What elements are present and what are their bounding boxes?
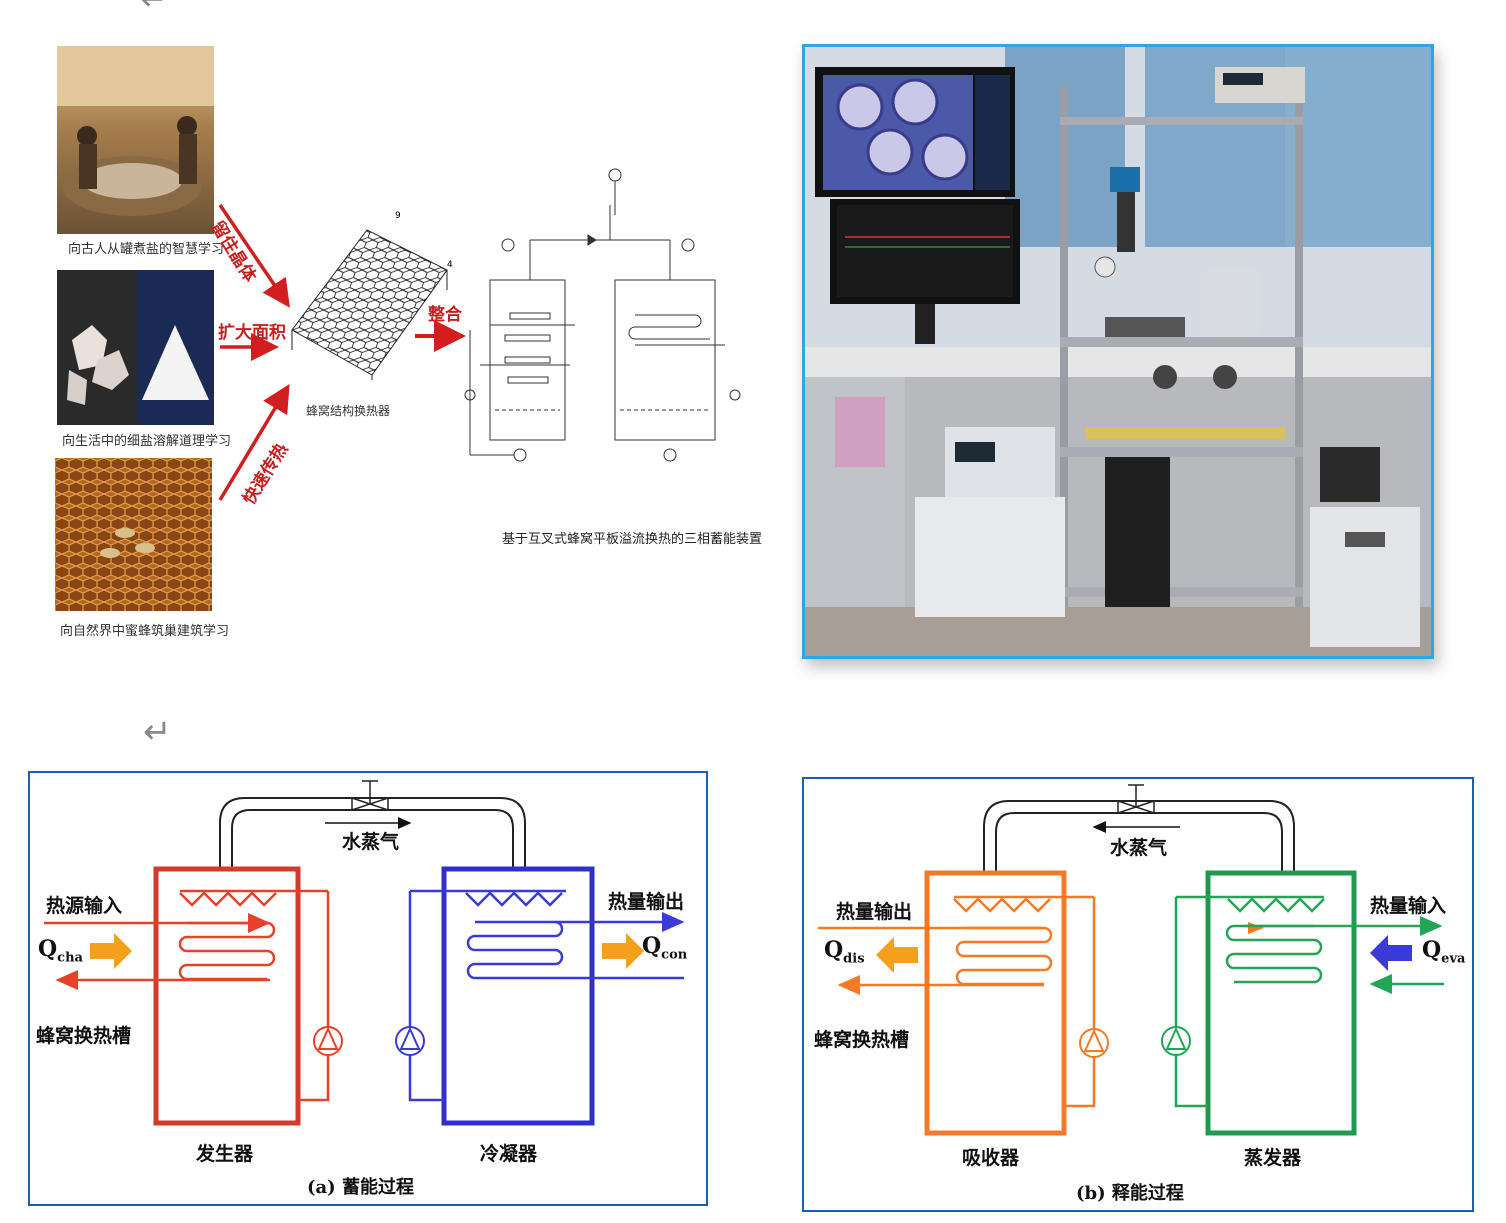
enlarge-area-label: 扩大面积 <box>218 323 286 343</box>
honeycomb-exchanger-caption: 蜂窝结构换热器 <box>306 404 391 418</box>
vapor-label-a: 水蒸气 <box>342 831 400 853</box>
device-caption: 基于互叉式蜂窝平板溢流换热的三相蓄能装置 <box>502 532 763 547</box>
svg-text:4: 4 <box>447 260 453 270</box>
lab-photo <box>802 44 1434 659</box>
evaporator-label: 蒸发器 <box>1244 1147 1302 1169</box>
heat-in-label-b: 热量输入 <box>1370 895 1447 917</box>
crystal-learning-caption: 向生活中的细盐溶解道理学习 <box>62 434 232 449</box>
svg-text:9: 9 <box>395 211 401 221</box>
concept-figure: 向古人从罐煮盐的智慧学习 向生活中的细盐溶解道理学习 向自然界中蜜蜂筑巢建筑学习 <box>50 40 762 650</box>
absorber-label: 吸收器 <box>962 1147 1020 1169</box>
heat-out-label-b: 热量输出 <box>836 901 913 923</box>
q-cha-label: Qcha <box>38 936 83 966</box>
return-mark-top: ↵ <box>140 0 169 16</box>
vapor-label-b: 水蒸气 <box>1110 837 1168 859</box>
bee-learning-caption: 向自然界中蜜蜂筑巢建筑学习 <box>60 624 230 639</box>
diagram-a-drawing <box>44 780 685 1126</box>
q-eva-label: Qeva <box>1422 937 1466 967</box>
honeycomb-exchanger-sketch: 9 4 <box>291 211 453 380</box>
diagram-b-caption: (b) 释能过程 <box>1076 1183 1184 1204</box>
diagram-a-caption: (a) 蓄能过程 <box>307 1177 414 1198</box>
honeycomb-image <box>55 458 212 611</box>
tank-label-b: 蜂窝换热槽 <box>814 1029 910 1051</box>
ancient-salt-image <box>57 46 214 234</box>
salt-learning-caption: 向古人从罐煮盐的智慧学习 <box>68 242 225 257</box>
q-dis-label: Qdis <box>824 937 865 967</box>
generator-label: 发生器 <box>196 1143 254 1165</box>
integrate-label: 整合 <box>428 305 462 325</box>
diagram-b-drawing <box>818 784 1444 1136</box>
diagram-a-frame: 水蒸气 热源输入 热量输出 Qcha Qcon 蜂窝换热槽 发生器 冷凝器 (a… <box>28 771 708 1206</box>
heat-out-label-a: 热量输出 <box>608 891 685 913</box>
return-mark-mid: ↵ <box>143 712 172 752</box>
condenser-label: 冷凝器 <box>480 1143 538 1165</box>
red-arrows <box>218 204 466 501</box>
device-schematic <box>464 168 741 462</box>
heat-in-label-a: 热源输入 <box>46 895 123 917</box>
q-con-label: Qcon <box>642 933 688 963</box>
diagram-b-frame: 水蒸气 热量输出 热量输入 Qdis Qeva 蜂窝换热槽 吸收器 蒸发器 (b… <box>802 777 1474 1212</box>
salt-crystal-image <box>57 270 214 425</box>
tank-label-a: 蜂窝换热槽 <box>36 1025 132 1047</box>
